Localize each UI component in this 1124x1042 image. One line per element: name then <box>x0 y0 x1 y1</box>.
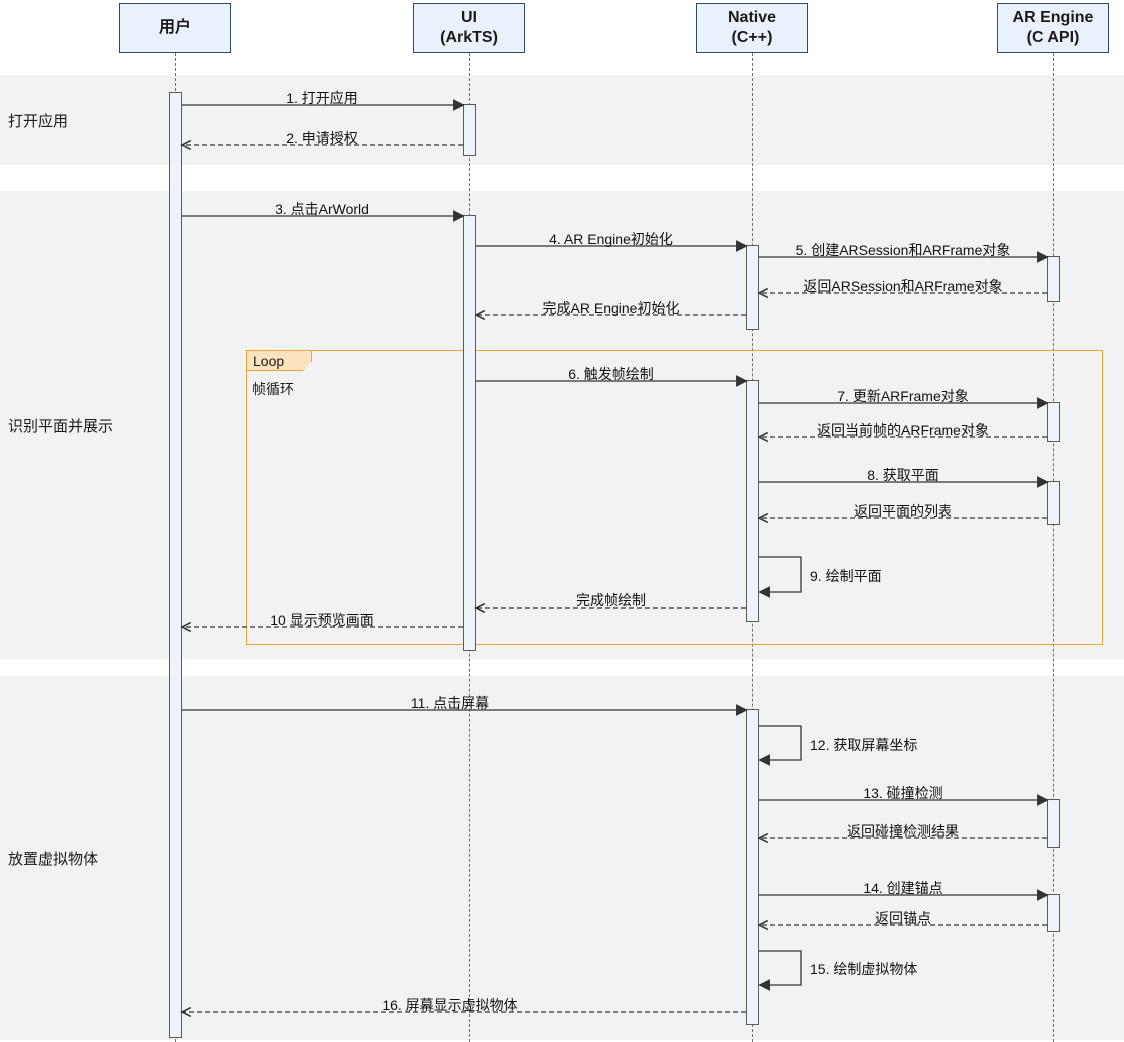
message-label-return-14: 返回锚点 <box>875 910 931 926</box>
message-label-16: 16. 屏幕显示虚拟物体 <box>382 997 518 1013</box>
actor-ar-engine-sublabel: (C API) <box>1026 29 1080 46</box>
actor-native: Native (C++) <box>696 3 808 53</box>
activation-native-1 <box>746 245 759 330</box>
actor-ui: UI (ArkTS) <box>413 3 525 53</box>
message-label-7: 7. 更新ARFrame对象 <box>837 388 969 404</box>
actor-ar-engine-label: AR Engine <box>1012 9 1094 26</box>
message-label-11: 11. 点击屏幕 <box>410 695 490 711</box>
activation-ar-2 <box>1047 402 1060 442</box>
actor-native-sublabel: (C++) <box>731 29 773 46</box>
actor-ui-sublabel: (ArkTS) <box>440 29 498 46</box>
message-label-4: 4. AR Engine初始化 <box>549 231 673 247</box>
message-label-return-8: 返回平面的列表 <box>854 503 952 519</box>
message-label-9: 9. 绘制平面 <box>810 568 882 584</box>
activation-ar-3 <box>1047 481 1060 525</box>
message-label-12: 12. 获取屏幕坐标 <box>810 737 918 753</box>
phase-label-detect-plane: 识别平面并展示 <box>8 417 114 435</box>
activation-native-2 <box>746 380 759 622</box>
loop-fragment: Loop 帧循环 <box>246 350 1103 645</box>
message-label-14: 14. 创建锚点 <box>863 880 943 896</box>
loop-tab: Loop <box>246 350 312 371</box>
message-label-10: 10 显示预览画面 <box>270 612 374 628</box>
message-label-return-5: 返回ARSession和ARFrame对象 <box>803 278 1003 294</box>
message-label-1: 1. 打开应用 <box>286 90 358 106</box>
activation-ar-5 <box>1047 894 1060 932</box>
activation-ar-1 <box>1047 256 1060 302</box>
actor-user-label: 用户 <box>158 19 191 36</box>
activation-native-3 <box>746 709 759 1025</box>
actor-ar-engine: AR Engine (C API) <box>997 3 1109 53</box>
message-label-return-frame: 完成帧绘制 <box>576 592 646 608</box>
phase-label-place-object: 放置虚拟物体 <box>8 850 99 868</box>
phase-band-place-object: 放置虚拟物体 <box>0 676 1124 1040</box>
activation-user <box>169 92 182 1038</box>
lifeline-ar-engine <box>1053 53 1054 1042</box>
message-label-13: 13. 碰撞检测 <box>863 785 943 801</box>
activation-ui-1 <box>463 104 476 156</box>
message-label-return-init: 完成AR Engine初始化 <box>542 300 680 316</box>
message-label-8: 8. 获取平面 <box>867 467 939 483</box>
activation-ui-2 <box>463 215 476 651</box>
actor-user: 用户 <box>119 3 231 53</box>
message-label-5: 5. 创建ARSession和ARFrame对象 <box>795 242 1011 258</box>
loop-sublabel: 帧循环 <box>252 381 294 397</box>
activation-ar-4 <box>1047 799 1060 848</box>
actor-ui-label: UI <box>461 9 477 26</box>
message-label-2: 2. 申请授权 <box>286 130 358 146</box>
message-label-return-7: 返回当前帧的ARFrame对象 <box>817 422 989 438</box>
phase-label-open-app: 打开应用 <box>8 112 69 130</box>
message-label-return-13: 返回碰撞检测结果 <box>847 823 959 839</box>
actor-native-label: Native <box>727 9 777 26</box>
message-label-15: 15. 绘制虚拟物体 <box>810 961 918 977</box>
message-label-6: 6. 触发帧绘制 <box>568 366 654 382</box>
phase-band-detect-plane: 识别平面并展示 <box>0 191 1124 659</box>
message-label-3: 3. 点击ArWorld <box>275 201 369 217</box>
